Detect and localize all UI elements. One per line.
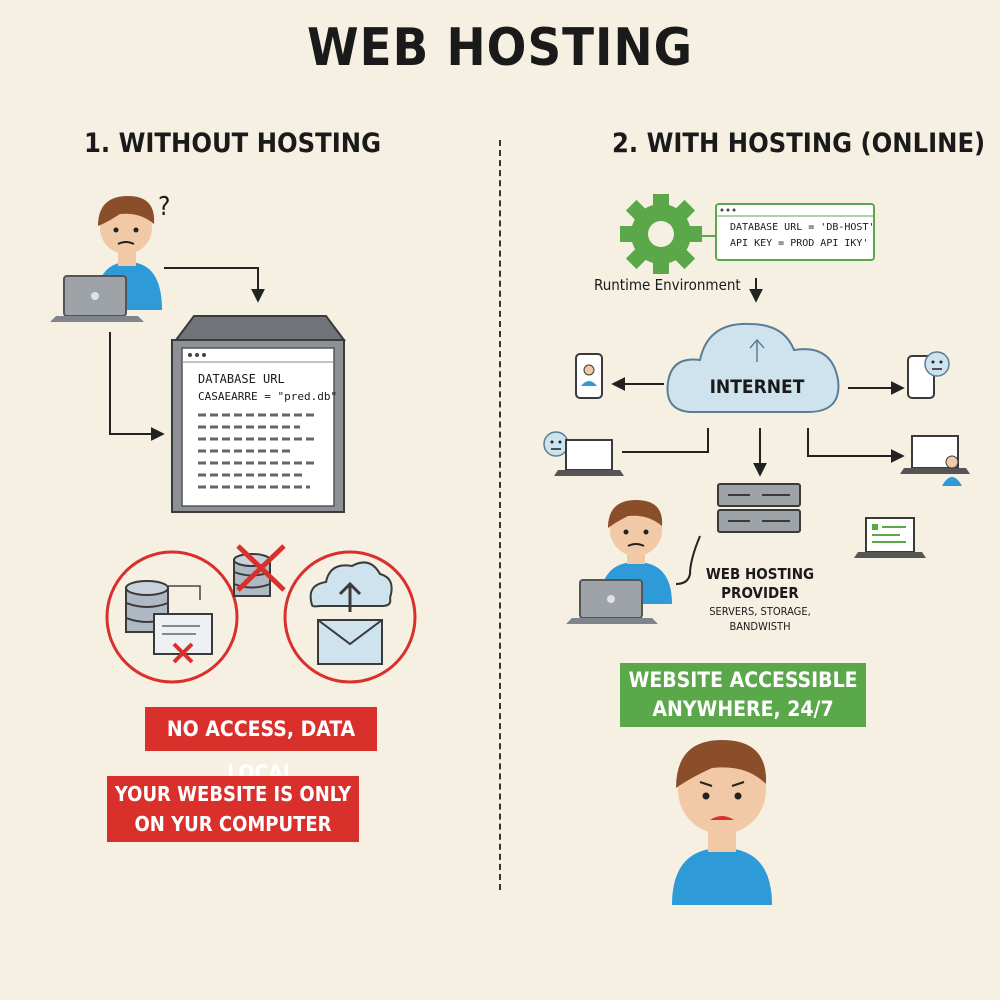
internet-label: INTERNET: [709, 376, 805, 398]
end-user-avatar: [672, 740, 772, 905]
cross-icon: [236, 544, 286, 592]
face-icon: [924, 351, 950, 377]
banner-accessible: WEBSITE ACCESSIBLE ANYWHERE, 24/7: [620, 663, 866, 727]
code-line-1: DATABASE URL: [198, 372, 285, 386]
laptop-face-icon: [543, 431, 624, 476]
right-heading: 2. WITH HOSTING (ONLINE): [612, 128, 986, 159]
database-blocked-icon: [233, 544, 286, 597]
banner-local-only: YOUR WEBSITE IS ONLY ON YUR COMPUTER: [107, 776, 359, 842]
phone-user-icon: [575, 353, 603, 399]
question-mark: ?: [158, 192, 171, 222]
phone-icon: [907, 351, 950, 399]
gear-icon: [620, 194, 702, 274]
upload-arrow-icon: [338, 581, 362, 612]
server-rack-icon: [717, 483, 801, 533]
banner-local-only-line1: YOUR WEBSITE IS ONLY: [114, 782, 352, 806]
provider-sub-1: SERVERS, STORAGE,: [709, 605, 811, 618]
provider-line-2: PROVIDER: [721, 584, 799, 602]
banner-accessible-line2: ANYWHERE, 24/7: [652, 697, 834, 721]
banner-local-only-line2: ON YUR COMPUTER: [134, 812, 332, 836]
user-avatar-left: [95, 196, 162, 310]
line-to-laptop-left: [622, 428, 709, 453]
cloud-upload-circle: [283, 550, 417, 684]
runtime-label: Runtime Environment: [594, 276, 741, 294]
section-divider: [499, 140, 501, 890]
arrow-to-server-top: [164, 267, 265, 303]
local-server-box: [171, 315, 346, 513]
env-line-2: API KEY = PROD API IKY': [730, 238, 869, 249]
provider-sub: SERVERS, STORAGE, BANDWISTH: [695, 604, 825, 634]
laptop-icon: [50, 275, 144, 322]
provider-label: WEB HOSTING PROVIDER: [700, 565, 820, 603]
banner-no-access: NO ACCESS, DATA LOCAL: [145, 707, 377, 785]
provider-sub-2: BANDWISTH: [729, 620, 791, 633]
page-title: WEB HOSTING: [307, 18, 693, 78]
code-laptop-icon: [854, 517, 926, 558]
laptop-person-icon: [900, 435, 970, 486]
cross-icon: [172, 642, 194, 664]
banner-accessible-line1: WEBSITE ACCESSIBLE: [628, 668, 858, 692]
code-line-2: CASAEARRE = "pred.db": [198, 390, 338, 403]
internet-cloud-icon: [666, 322, 840, 413]
provider-line-1: WEB HOSTING: [705, 565, 815, 583]
arrow-to-laptop-right: [807, 428, 905, 463]
left-heading: 1. WITHOUT HOSTING: [84, 128, 382, 159]
env-config-box: [715, 203, 875, 261]
arrow-to-server-side: [109, 332, 165, 441]
local-data-circle: [105, 550, 239, 684]
env-line-1: DATABASE URL = 'DB-HOST': [730, 222, 875, 233]
developer-avatar: [566, 500, 672, 624]
